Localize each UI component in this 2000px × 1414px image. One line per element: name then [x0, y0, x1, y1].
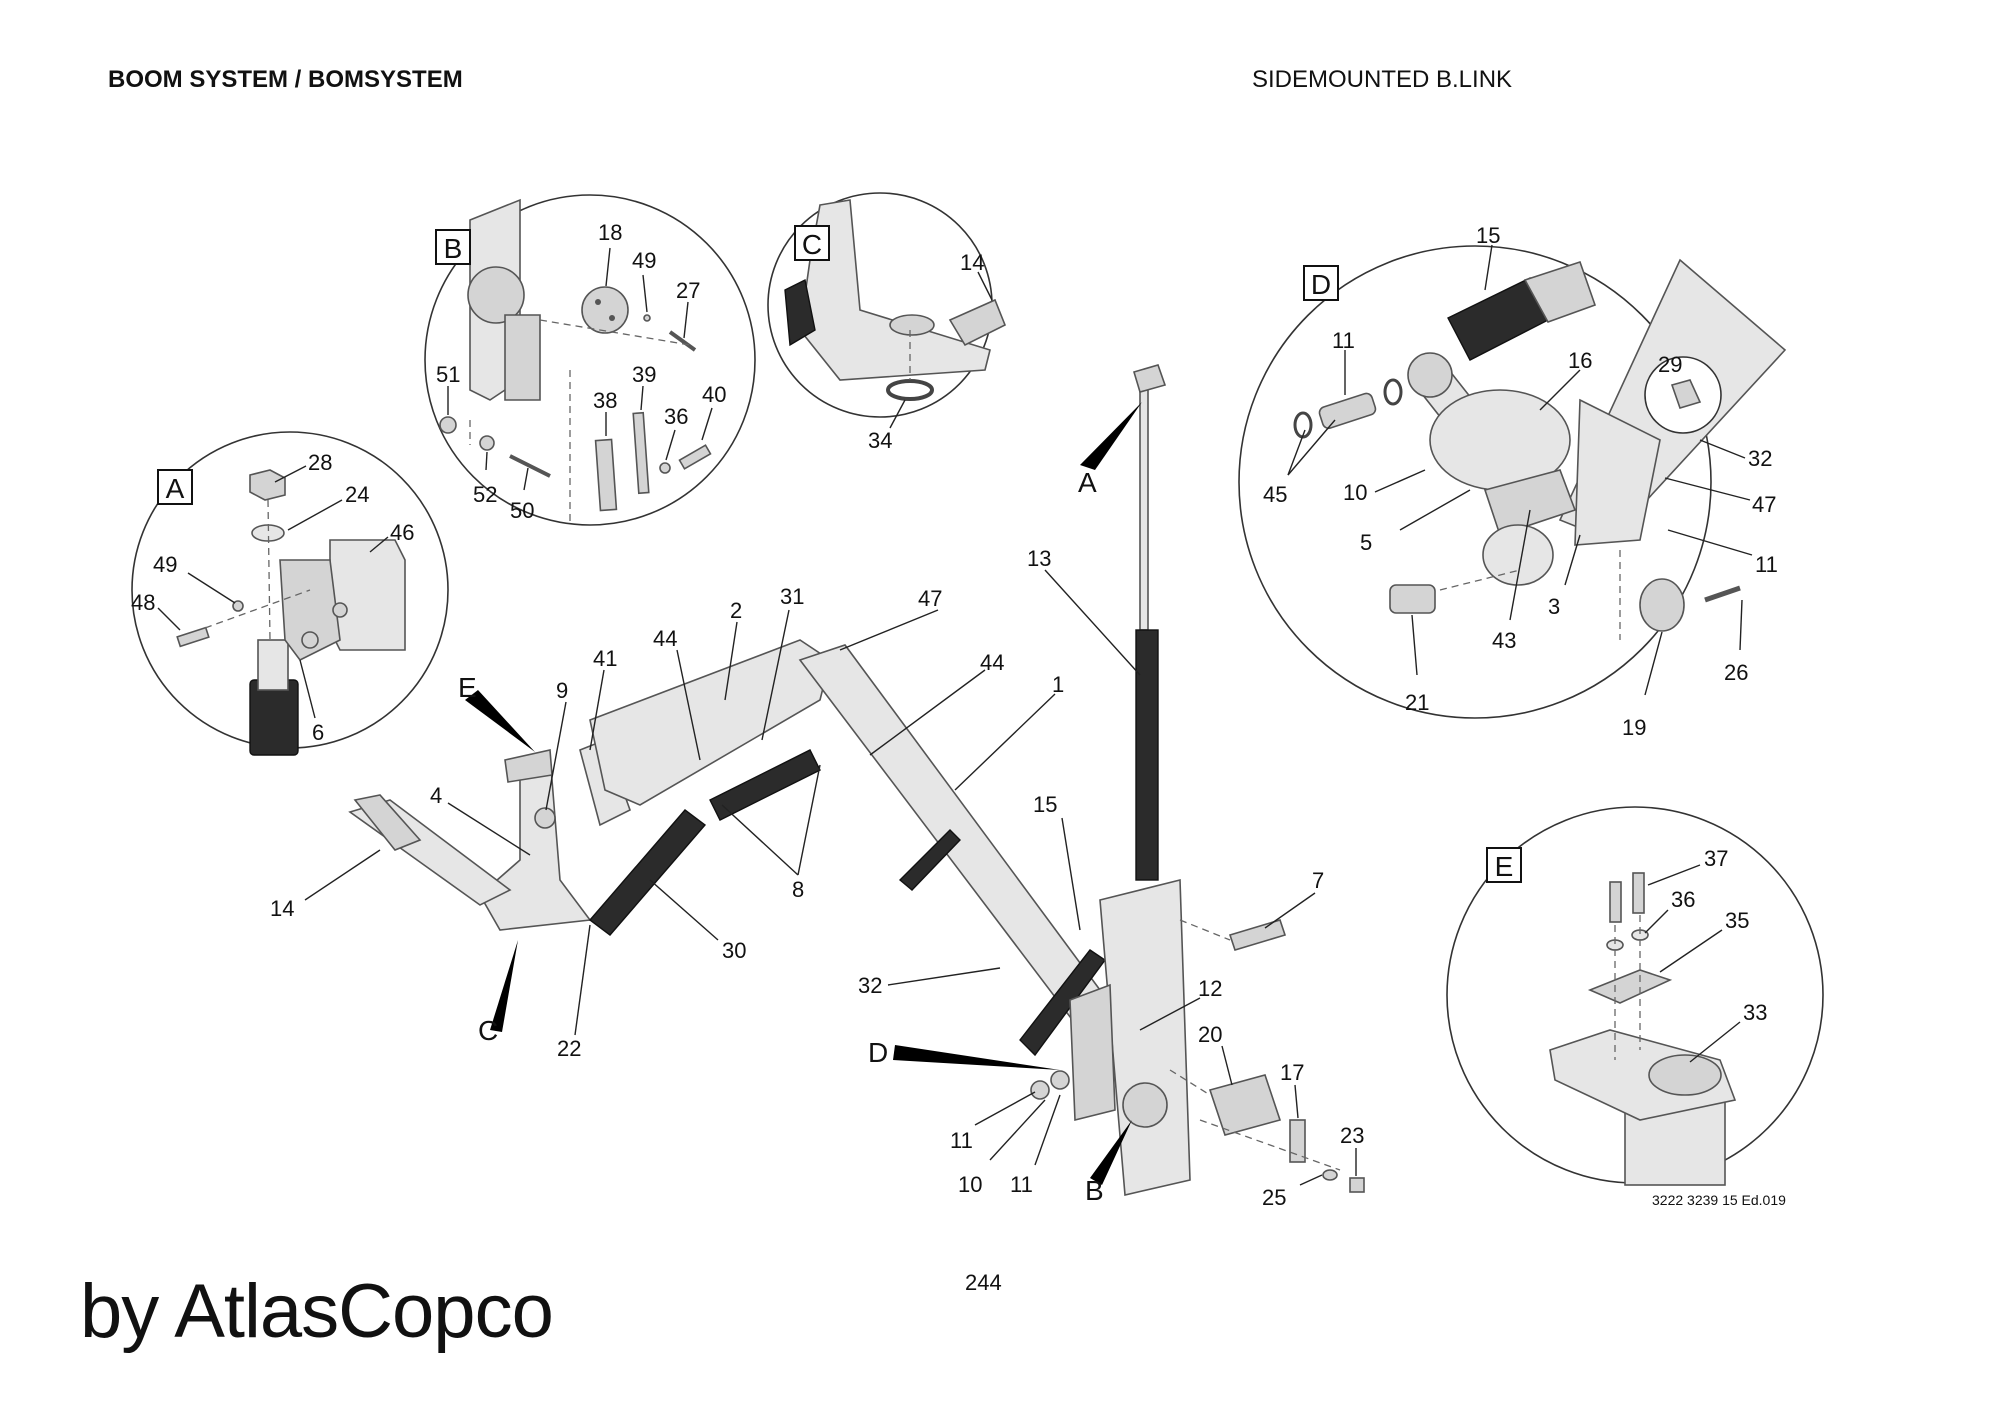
callout-14: 14 — [270, 896, 294, 921]
callout-29: 29 — [1658, 352, 1682, 377]
detail-a-box-label: A — [166, 473, 185, 504]
arrow-b — [1090, 1120, 1132, 1185]
detail-circle-a: A 28 24 46 49 48 6 — [131, 431, 449, 756]
detail-circle-b: B 18 49 27 51 38 39 36 40 52 50 — [424, 194, 756, 526]
callout-43: 43 — [1492, 628, 1516, 653]
callout-6: 6 — [312, 720, 324, 745]
callout-8: 8 — [792, 877, 804, 902]
callout-27: 27 — [676, 278, 700, 303]
detail-c-box-label: C — [802, 229, 822, 260]
callout-24: 24 — [345, 482, 369, 507]
callout-12: 12 — [1198, 976, 1222, 1001]
callout-37: 37 — [1704, 846, 1728, 871]
callout-28: 28 — [308, 450, 332, 475]
callout-4: 4 — [430, 783, 442, 808]
callout-1: 1 — [1052, 672, 1064, 697]
callout-14-c: 14 — [960, 250, 984, 275]
callout-11-right: 11 — [1010, 1172, 1033, 1197]
arrow-c — [490, 940, 518, 1032]
callout-38: 38 — [593, 388, 617, 413]
document-reference: 3222 3239 15 Ed.019 — [1652, 1192, 1786, 1208]
callout-26: 26 — [1724, 660, 1748, 685]
callout-35: 35 — [1725, 908, 1749, 933]
callout-40: 40 — [702, 382, 726, 407]
callout-52: 52 — [473, 482, 497, 507]
callout-50: 50 — [510, 498, 534, 523]
detail-d-box-label: D — [1311, 269, 1331, 300]
brand-watermark: by AtlasCopco — [80, 1269, 554, 1354]
callout-33: 33 — [1743, 1000, 1767, 1025]
arrow-d-label: D — [868, 1037, 888, 1068]
arrow-a — [1080, 402, 1142, 470]
callout-13: 13 — [1027, 546, 1051, 571]
callout-41: 41 — [593, 646, 617, 671]
callout-36-b: 36 — [664, 404, 688, 429]
detail-circle-d: D 15 11 16 29 32 45 10 47 5 11 3 43 26 2… — [1238, 223, 1787, 740]
callout-9: 9 — [556, 678, 568, 703]
callout-25: 25 — [1262, 1185, 1286, 1210]
callout-47: 47 — [918, 586, 942, 611]
callout-19: 19 — [1622, 715, 1646, 740]
callout-3: 3 — [1548, 594, 1560, 619]
callout-11-left: 11 — [950, 1128, 973, 1153]
callout-15: 15 — [1033, 792, 1057, 817]
model-title: SIDEMOUNTED B.LINK — [1252, 66, 1513, 93]
arrow-d — [893, 1045, 1060, 1070]
callout-48: 48 — [131, 590, 155, 615]
callout-17: 17 — [1280, 1060, 1304, 1085]
callout-45: 45 — [1263, 482, 1287, 507]
callout-11-d-top: 11 — [1332, 328, 1355, 353]
callout-32: 32 — [858, 973, 882, 998]
callout-7: 7 — [1312, 868, 1324, 893]
detail-b-box-label: B — [444, 233, 463, 264]
callout-10-d: 10 — [1343, 480, 1367, 505]
callout-36-e: 36 — [1671, 887, 1695, 912]
arrow-b-label: B — [1085, 1175, 1104, 1206]
callout-21: 21 — [1405, 690, 1429, 715]
callout-49-b: 49 — [632, 248, 656, 273]
callout-20: 20 — [1198, 1022, 1222, 1047]
main-assembly: A E C D B 13 1 47 44 31 2 44 41 9 4 14 3… — [270, 364, 1365, 1210]
arrow-a-label: A — [1078, 467, 1097, 498]
callout-5: 5 — [1360, 530, 1372, 555]
callout-44-left: 44 — [653, 626, 677, 651]
callout-46: 46 — [390, 520, 414, 545]
callout-44-right: 44 — [980, 650, 1004, 675]
callout-11-d-right: 11 — [1755, 552, 1778, 577]
arrow-c-label: C — [478, 1015, 498, 1046]
callout-49: 49 — [153, 552, 177, 577]
callout-32-d: 32 — [1748, 446, 1772, 471]
callout-51: 51 — [436, 362, 460, 387]
callout-47-d: 47 — [1752, 492, 1776, 517]
callout-2: 2 — [730, 598, 742, 623]
arrow-e — [465, 690, 535, 752]
callout-23: 23 — [1340, 1123, 1364, 1148]
callout-30: 30 — [722, 938, 746, 963]
detail-circle-c: C 14 34 — [767, 192, 1007, 453]
page-number: 244 — [965, 1270, 1002, 1295]
detail-e-box-label: E — [1495, 851, 1514, 882]
callout-15-d: 15 — [1476, 223, 1500, 248]
arrow-e-label: E — [458, 672, 477, 703]
page-title: BOOM SYSTEM / BOMSYSTEM — [108, 66, 463, 93]
callout-39: 39 — [632, 362, 656, 387]
callout-22: 22 — [557, 1036, 581, 1061]
callout-16: 16 — [1568, 348, 1592, 373]
detail-circle-e: E 37 36 35 33 — [1446, 806, 1824, 1186]
callout-18: 18 — [598, 220, 622, 245]
callout-31: 31 — [780, 584, 804, 609]
callout-34: 34 — [868, 428, 892, 453]
callout-10: 10 — [958, 1172, 982, 1197]
